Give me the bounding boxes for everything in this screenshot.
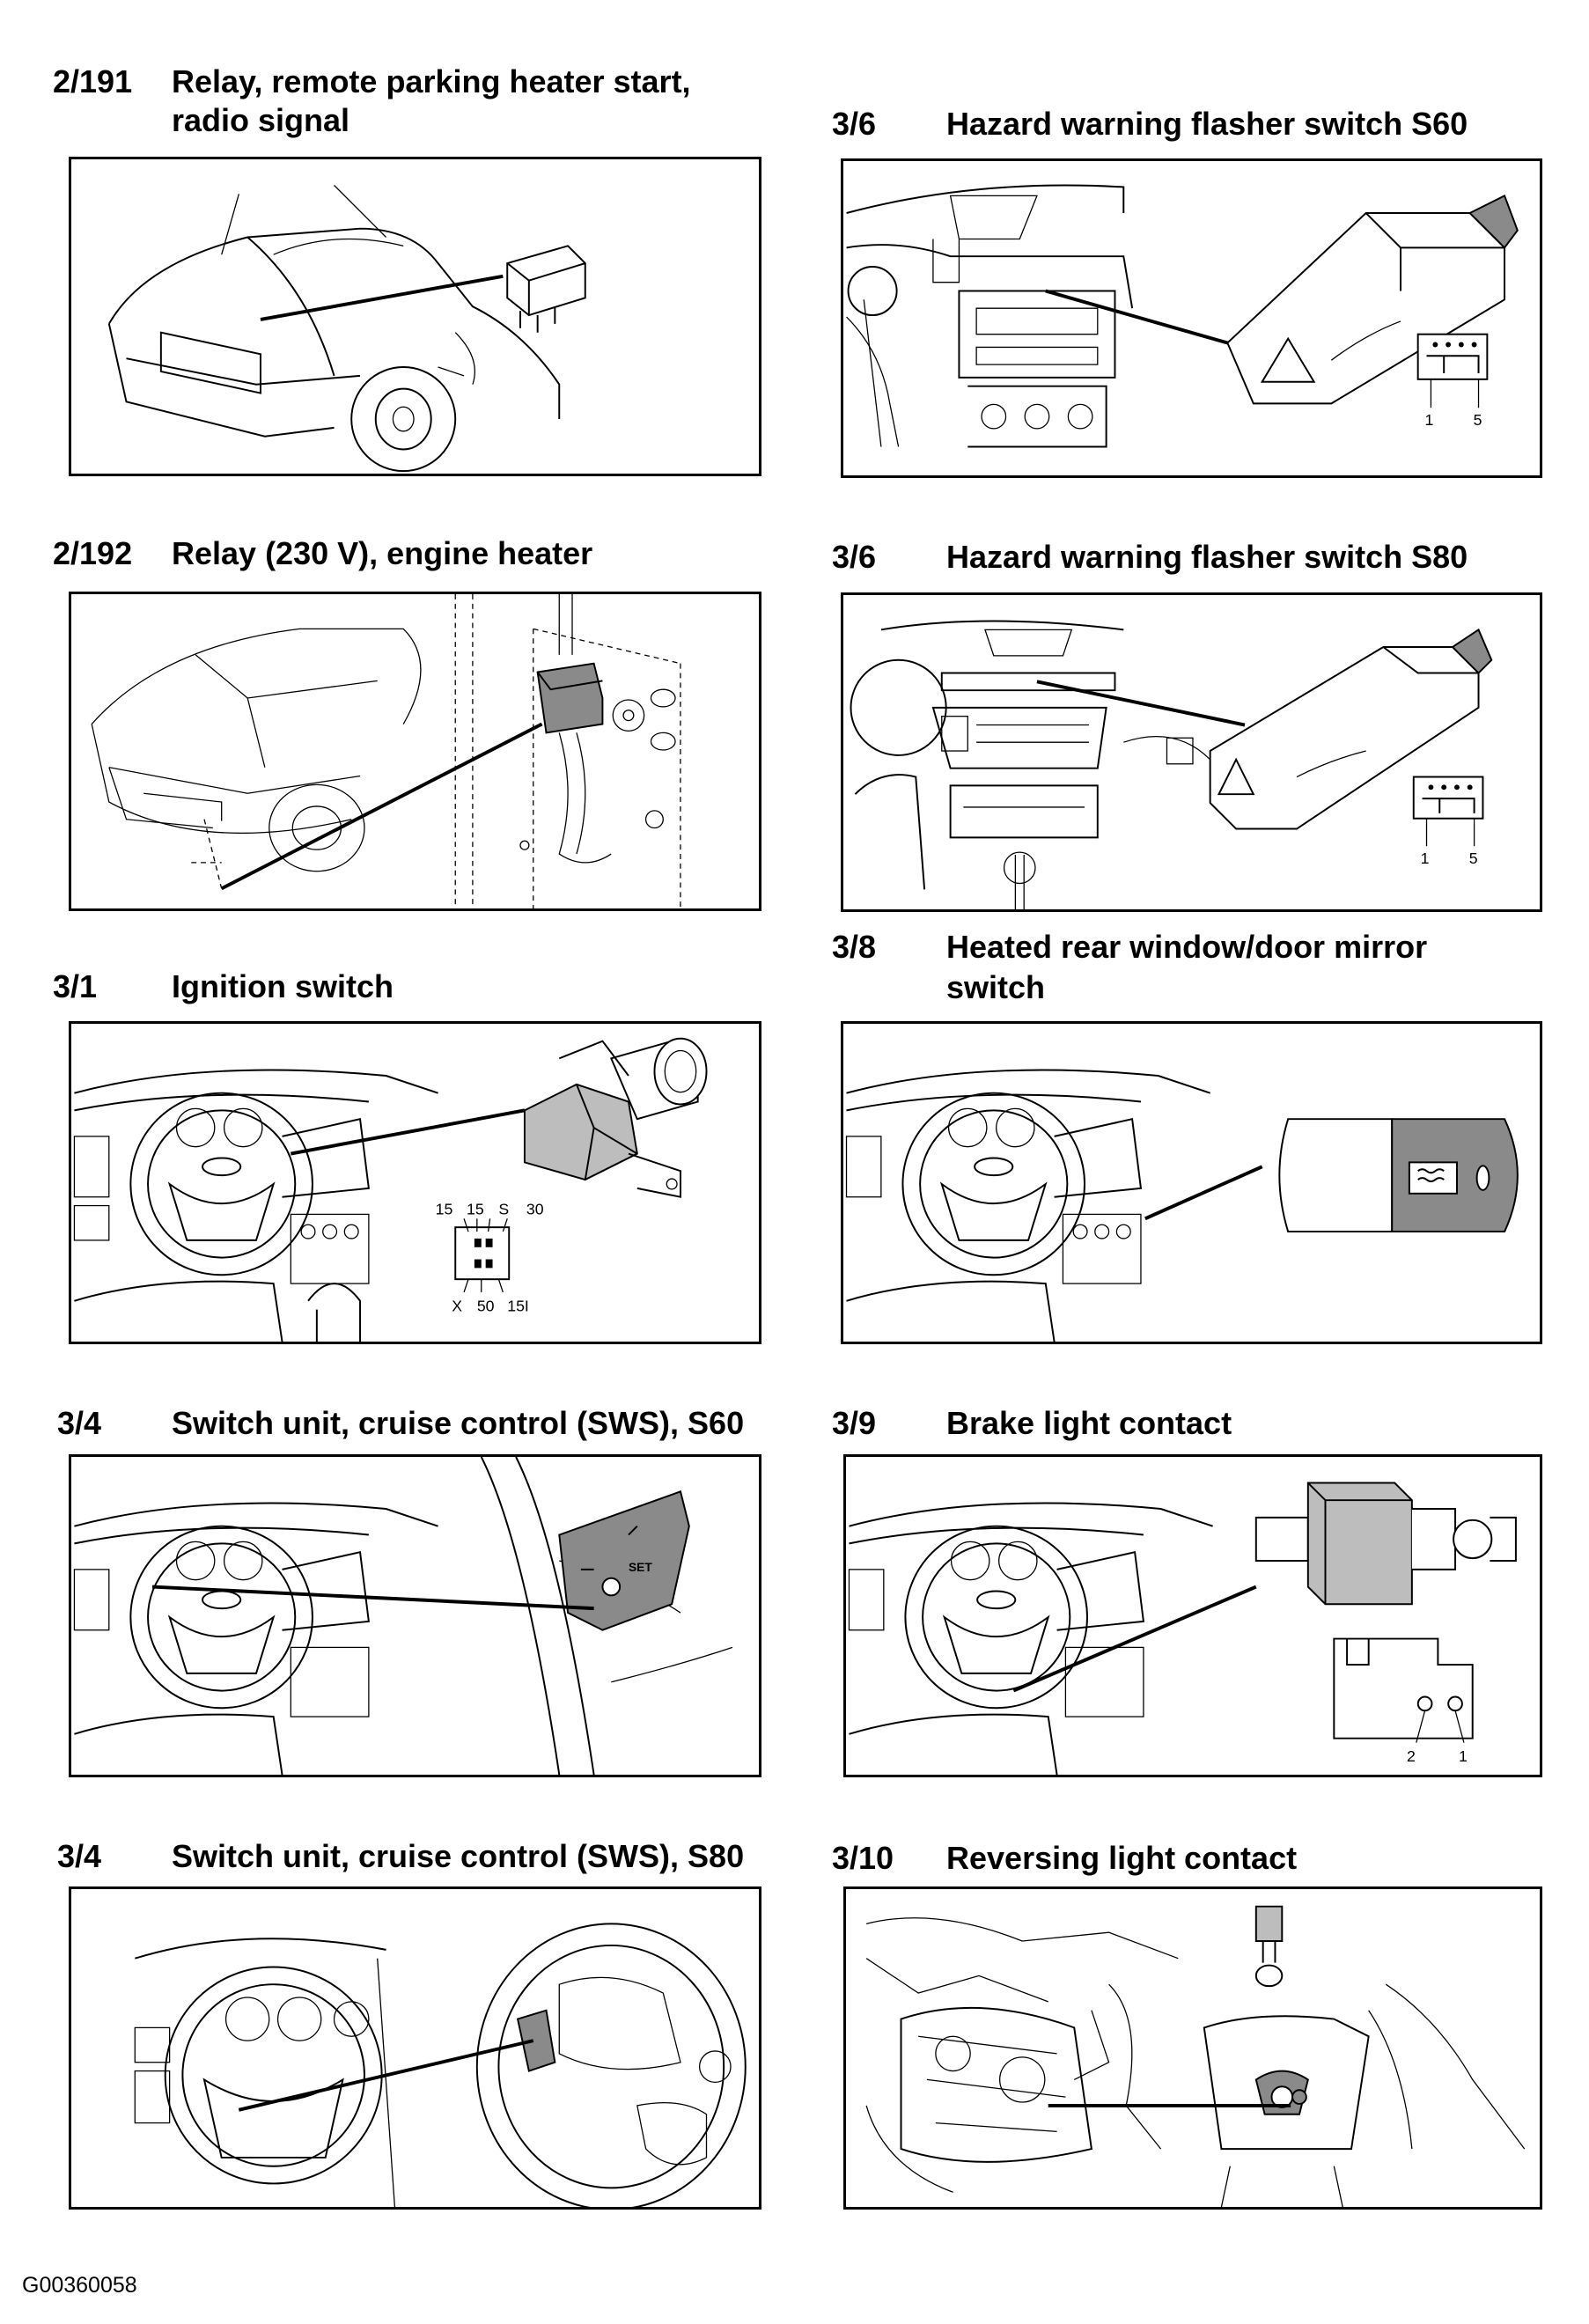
engine-heater-relay-drawing [91,594,681,908]
brake-light-contact-drawing: 2 1 [848,1482,1517,1775]
caption-title: Relay (230 V), engine heater [172,535,593,571]
caption-title: Heated rear window/door mirror [946,929,1428,965]
caption-title-line2: switch [946,969,1046,1005]
caption-id: 2/192 [53,535,133,571]
caption-2-191: 2/191 Relay, remote parking heater start… [53,62,792,143]
dashboard-hazard-s60-drawing: 1 5 [846,184,1519,448]
caption-3-1: 3/1 Ignition switch [53,967,792,1007]
caption-3-6-s60: 3/6 Hazard warning flasher switch S60 [832,104,1554,144]
illustration-ignition-switch: 15 15 S 30 X 50 15I [69,1021,761,1344]
set-button-label: SET [629,1561,652,1574]
cruise-control-s60-drawing: SET [73,1457,733,1775]
caption-id: 2/191 [53,63,133,99]
pin-label: 1 [1425,411,1434,429]
car-rear-relay-drawing [107,185,586,473]
caption-id: 3/6 [832,106,877,142]
caption-id: 3/1 [53,968,98,1004]
illustration-relay-parking-heater [69,157,761,476]
pin-label: S [498,1200,509,1217]
caption-id: 3/4 [57,1405,102,1441]
pin-label: 15 [467,1200,484,1217]
caption-title: Relay, remote parking heater start, [172,63,691,99]
pin-label: 15I [507,1298,529,1315]
caption-title-line2: radio signal [172,102,350,138]
caption-id: 3/8 [832,929,877,965]
caption-3-4-s80: 3/4 Switch unit, cruise control (SWS), S… [57,1836,797,1877]
pin-label: 30 [526,1200,544,1217]
caption-title: Hazard warning flasher switch S80 [946,539,1468,575]
footer-code: G00360058 [22,2273,137,2298]
caption-3-6-s80: 3/6 Hazard warning flasher switch S80 [832,537,1554,577]
caption-id: 3/9 [832,1405,877,1441]
caption-title: Switch unit, cruise control (SWS), S80 [172,1838,745,1874]
caption-id: 3/6 [832,539,877,575]
caption-3-9: 3/9 Brake light contact [832,1403,1554,1444]
caption-3-8: 3/8 Heated rear window/door mirror switc… [832,927,1554,1008]
reversing-light-contact-drawing [865,1905,1526,2207]
illustration-brake-light-contact: 2 1 [843,1454,1542,1777]
pin-label: 5 [1474,411,1482,429]
illustration-cruise-control-s80 [69,1886,761,2210]
caption-3-10: 3/10 Reversing light contact [832,1838,1554,1879]
caption-id: 3/4 [57,1838,102,1874]
caption-2-192: 2/192 Relay (230 V), engine heater [53,533,792,574]
heated-window-switch-drawing [845,1069,1519,1342]
illustration-cruise-control-s60: SET [69,1454,761,1777]
pin-label: 15 [436,1200,453,1217]
dashboard-hazard-s80-drawing: 1 5 [850,620,1493,909]
illustration-heated-rear-window-switch [841,1021,1542,1344]
pin-label: 5 [1469,849,1478,867]
caption-title: Switch unit, cruise control (SWS), S60 [172,1405,745,1441]
caption-3-4-s60: 3/4 Switch unit, cruise control (SWS), S… [57,1403,797,1444]
pin-label: 50 [477,1298,495,1315]
caption-id: 3/10 [832,1840,894,1876]
ignition-switch-drawing: 15 15 S 30 X 50 15I [73,1037,708,1342]
pin-label: 2 [1407,1747,1416,1765]
illustration-hazard-switch-s60: 1 5 [841,158,1542,478]
pin-label: 1 [1421,849,1430,867]
illustration-hazard-switch-s80: 1 5 [841,592,1542,912]
illustration-engine-heater-relay [69,592,761,911]
pin-label: 1 [1459,1747,1468,1765]
caption-title: Ignition switch [172,968,394,1004]
pin-label: X [452,1298,462,1315]
cruise-control-s80-drawing [134,1923,747,2207]
caption-title: Brake light contact [946,1405,1232,1441]
caption-title: Hazard warning flasher switch S60 [946,106,1468,142]
caption-title: Reversing light contact [946,1840,1298,1876]
illustration-reversing-light-contact [843,1886,1542,2210]
